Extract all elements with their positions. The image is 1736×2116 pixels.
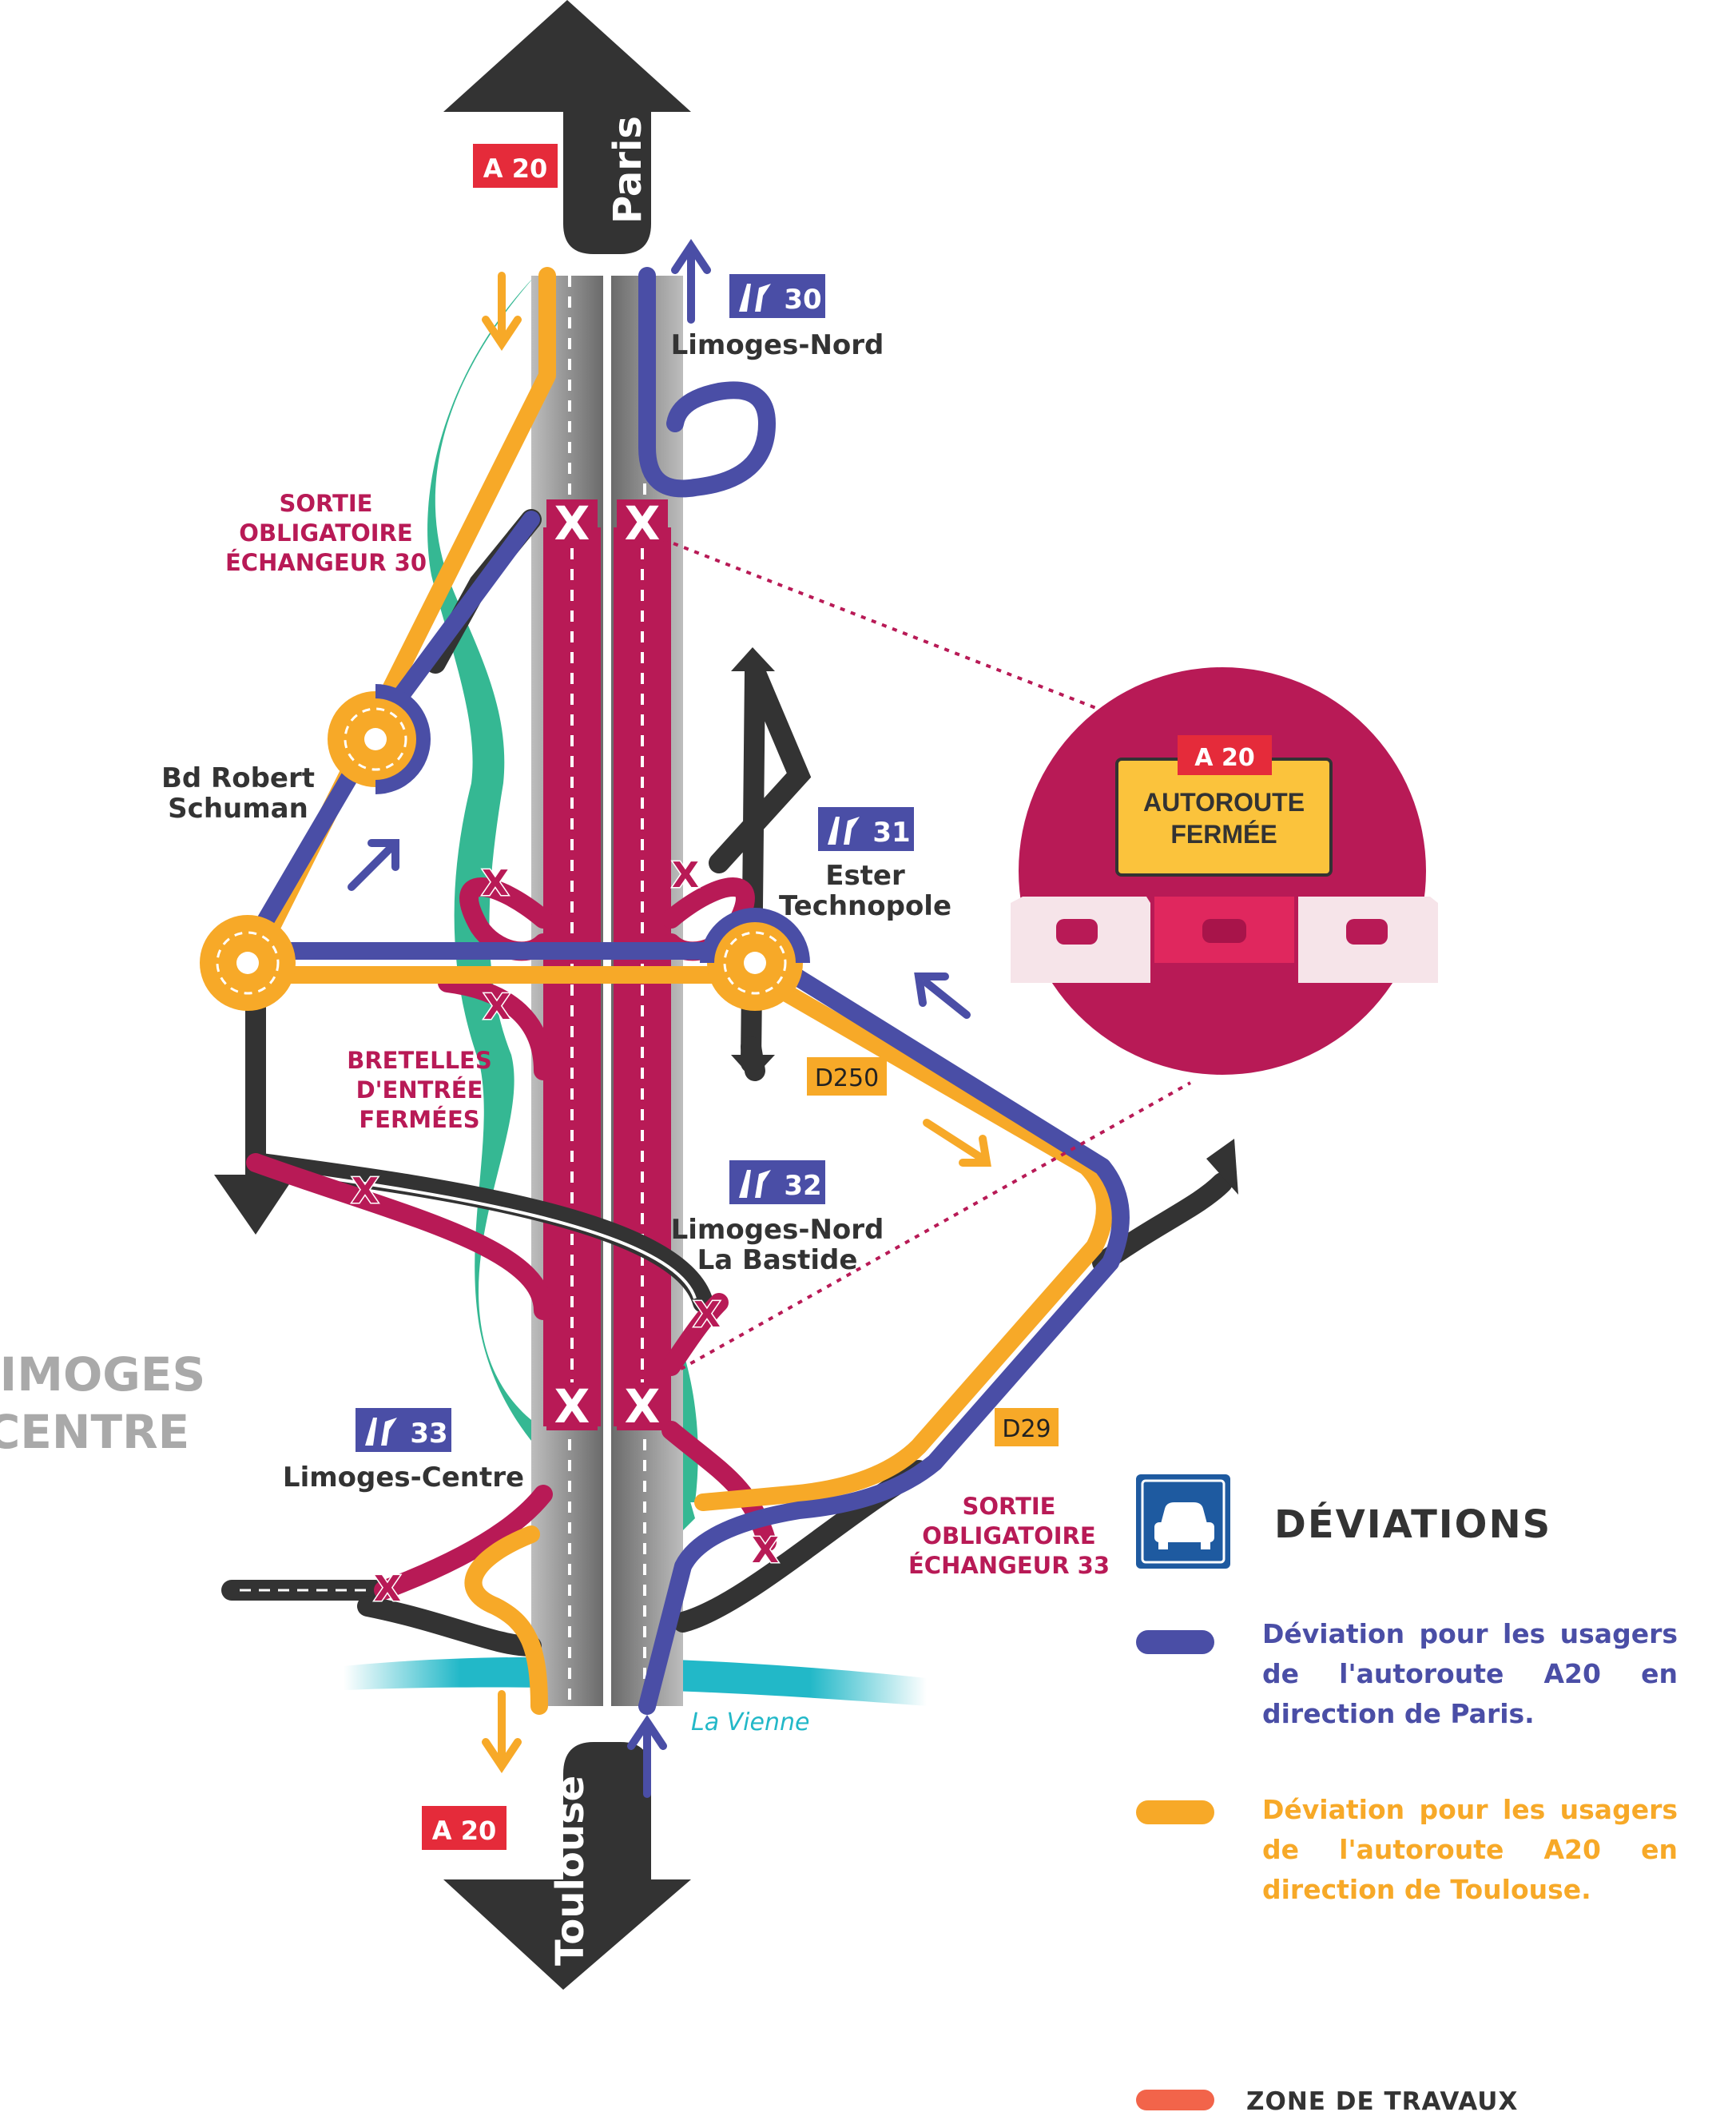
roundabout-schuman	[328, 684, 431, 794]
callout-line-top	[662, 538, 1115, 717]
destination-paris: Paris	[606, 116, 650, 224]
closure-x-south-east: X	[617, 1379, 668, 1434]
ramp-x-bretelles: X	[483, 987, 510, 1028]
svg-text:X: X	[625, 1379, 661, 1434]
closure-sign-line1: AUTOROUTE	[1143, 788, 1305, 817]
direction-arrows	[348, 238, 991, 1798]
exit-badge-30: 30	[729, 274, 825, 318]
boulevard-line1: Bd Robert	[161, 762, 315, 794]
exit-32-name-line2: La Bastide	[697, 1244, 858, 1276]
road-badge-d29: D29	[995, 1408, 1059, 1446]
river-label: La Vienne	[691, 1708, 809, 1736]
ramp-x-32: X	[693, 1295, 721, 1335]
exit-32-name-line1: Limoges-Nord	[671, 1214, 884, 1246]
svg-text:A 20: A 20	[483, 153, 547, 184]
svg-text:X: X	[625, 496, 661, 551]
svg-text:A 20: A 20	[1194, 744, 1254, 772]
svg-text:D29: D29	[1002, 1415, 1051, 1443]
legend-orange-swatch	[1136, 1800, 1214, 1824]
south-arrow	[443, 1742, 691, 1990]
notice-sortie33-line2: OBLIGATOIRE	[922, 1522, 1095, 1549]
legend-works-swatch	[1136, 2090, 1214, 2110]
notice-sortie30-line2: OBLIGATOIRE	[239, 519, 412, 547]
arrow-exit31-up	[731, 647, 775, 671]
green-area	[427, 276, 695, 1534]
notice-bretelles-line1: BRETELLES	[347, 1047, 492, 1074]
city-line1: LIMOGES	[0, 1347, 205, 1402]
closure-markers: X X X X	[546, 496, 668, 1434]
svg-text:A 20: A 20	[432, 1816, 496, 1846]
ramp-x-31w: X	[482, 863, 509, 904]
city-line2: CENTRE	[0, 1405, 189, 1459]
closure-sign-line2: FERMÉE	[1170, 820, 1277, 849]
notice-sortie33-line3: ÉCHANGEUR 33	[908, 1552, 1110, 1579]
exit-31-name-line2: Technopole	[779, 890, 951, 922]
road-badge-d250: D250	[807, 1057, 887, 1096]
closure-callout: A 20 AUTOROUTE FERMÉE	[1011, 667, 1438, 1075]
exit-33-name: Limoges-Centre	[283, 1462, 524, 1494]
barrier-right	[1298, 897, 1438, 983]
legend-blue-swatch	[1136, 1630, 1214, 1654]
svg-text:30: 30	[784, 284, 821, 316]
svg-text:X: X	[554, 496, 590, 551]
barrier-center	[1154, 897, 1294, 985]
exit-badge-31: 31	[818, 807, 914, 851]
barrier-left	[1011, 897, 1150, 983]
arrow-east-up	[1206, 1139, 1238, 1195]
notice-sortie30-line3: ÉCHANGEUR 30	[225, 549, 427, 576]
destination-toulouse: Toulouse	[548, 1776, 593, 1966]
legend-title: DÉVIATIONS	[1274, 1502, 1552, 1547]
svg-text:D250: D250	[815, 1064, 879, 1092]
ramp-x-33e: X	[752, 1530, 779, 1571]
boulevard-line2: Schuman	[168, 793, 308, 825]
legend-works-label: ZONE DE TRAVAUX	[1246, 2087, 1519, 2116]
paris-detour-route	[239, 267, 1130, 1715]
ramp-x-33w: X	[374, 1569, 401, 1609]
exit-31-name-line1: Ester	[825, 860, 905, 892]
exit-badge-33: 33	[356, 1408, 451, 1452]
ramp-closure-markers: X X X X X X X	[351, 854, 781, 1611]
roundabout-ester	[700, 908, 810, 1011]
car-icon	[1136, 1474, 1230, 1569]
legend-toulouse-description: Déviation pour les usagers de l'autorout…	[1262, 1794, 1678, 1905]
svg-text:X: X	[554, 1379, 590, 1434]
notice-bretelles-line3: FERMÉES	[359, 1106, 479, 1133]
notice-bretelles-line2: D'ENTRÉE	[356, 1076, 483, 1104]
closure-x-north-west: X	[546, 496, 598, 551]
exit-badge-32: 32	[729, 1160, 825, 1204]
legend-paris-description: Déviation pour les usagers de l'autorout…	[1262, 1618, 1678, 1729]
exit-30-name: Limoges-Nord	[671, 329, 884, 361]
north-arrow	[443, 0, 691, 254]
arrow-exit31-down	[731, 1055, 775, 1079]
a20-badge-north: A 20	[473, 144, 558, 188]
ramp-x-31e: X	[672, 855, 699, 896]
closure-sign-board	[1115, 758, 1333, 877]
svg-text:31: 31	[872, 817, 910, 849]
ramp-x-west: X	[352, 1171, 379, 1211]
closure-x-north-east: X	[617, 496, 668, 551]
roundabout-west	[200, 915, 296, 1011]
a20-badge-south: A 20	[422, 1806, 506, 1850]
closure-x-south-west: X	[546, 1379, 598, 1434]
notice-sortie33-line1: SORTIE	[963, 1493, 1056, 1520]
arrow-left-down	[214, 1175, 296, 1235]
closure-sign-badge	[1178, 735, 1272, 775]
svg-text:32: 32	[784, 1170, 821, 1202]
svg-text:33: 33	[410, 1418, 447, 1450]
notice-sortie30-line1: SORTIE	[280, 490, 373, 517]
callout-line-bottom	[670, 1081, 1191, 1376]
